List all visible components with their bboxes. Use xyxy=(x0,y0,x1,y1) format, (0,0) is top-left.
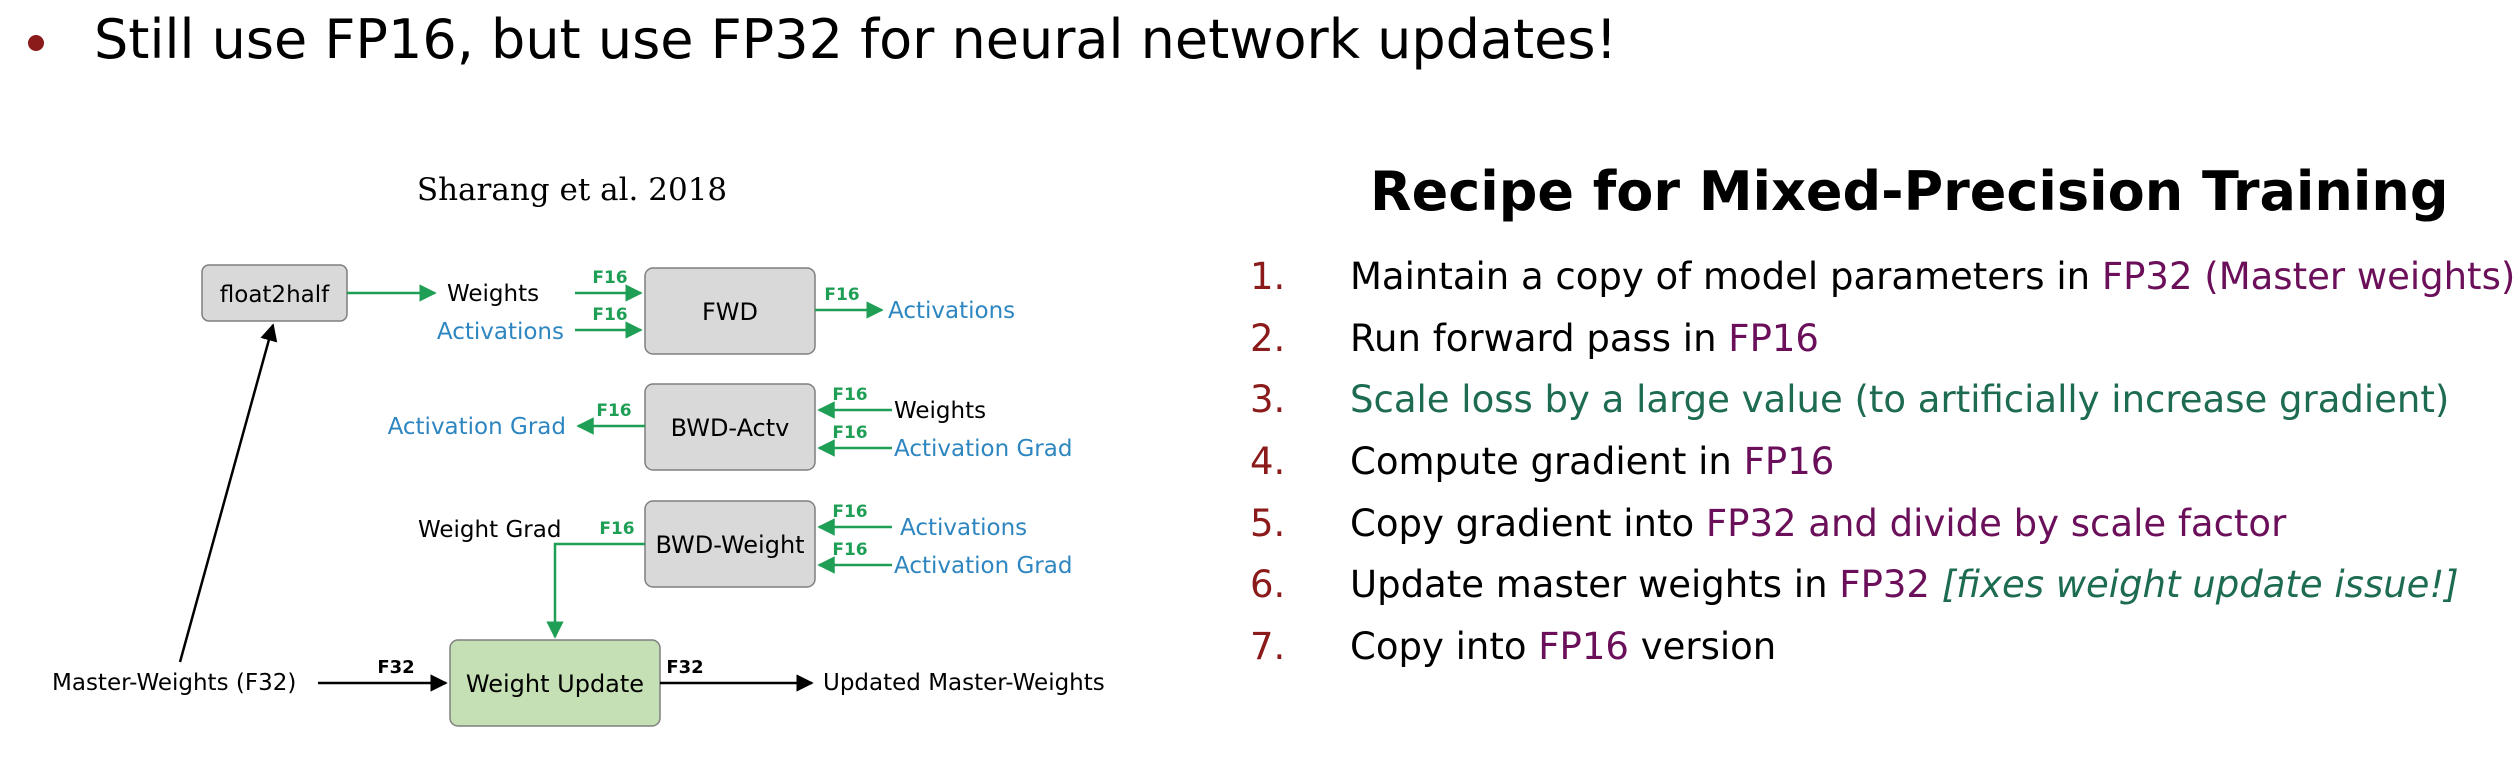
fwd-label: FWD xyxy=(702,298,758,326)
recipe-item-text: Update master weights in FP32 [fixes wei… xyxy=(1350,556,2459,614)
recipe-item-text-part: Scale loss by a large value (to artifici… xyxy=(1350,378,2450,422)
recipe-item-text-part: FP32 and divide by scale factor xyxy=(1705,501,2287,545)
recipe-item-number: 1. xyxy=(1250,255,1286,298)
recipe-item-text-part: Maintain a copy of model parameters in xyxy=(1350,255,2102,298)
bwd-weight-to-weight-update-arrow xyxy=(546,542,645,639)
activation-grad-in-label: Activation Grad xyxy=(894,436,1072,462)
f16-label: F16 xyxy=(599,519,634,539)
recipe-title: Recipe for Mixed-Precision Training xyxy=(1370,160,2449,223)
activation-grad-out-label: Activation Grad xyxy=(388,414,566,440)
bwd-actv-label: BWD-Actv xyxy=(671,414,790,442)
fwd-box: FWD xyxy=(644,267,816,355)
bwd-weight-box: BWD-Weight xyxy=(644,500,816,588)
recipe-item-text: Copy into FP16 version xyxy=(1350,618,1776,676)
recipe-item-number: 5. xyxy=(1250,501,1286,545)
recipe-item-text-part: FP16 xyxy=(1538,625,1629,669)
citation: Sharang et al. 2018 xyxy=(417,172,727,208)
f16-label: F16 xyxy=(832,423,867,443)
weight-grad-label: Weight Grad xyxy=(418,517,561,543)
f16-label: F16 xyxy=(596,401,631,421)
master-weights-label: Master-Weights (F32) xyxy=(52,670,296,696)
float2half-label: float2half xyxy=(220,282,330,308)
bullet-dot xyxy=(28,35,44,51)
recipe-item-text: Compute gradient in FP16 xyxy=(1350,433,1834,491)
recipe-item-text-part: Update master weights in xyxy=(1350,563,1840,607)
f16-label: F16 xyxy=(832,385,867,405)
activations-bwdw-label: Activations xyxy=(900,515,1027,541)
activations-fwd-in-label: Activations xyxy=(437,319,564,345)
updated-master-label: Updated Master-Weights xyxy=(823,670,1105,696)
bwd-actv-box: BWD-Actv xyxy=(644,383,816,471)
recipe-item-number: 7. xyxy=(1250,625,1286,669)
recipe-item-text-part: Run forward pass in xyxy=(1350,316,1729,360)
weights-fwd-label: Weights xyxy=(447,281,539,307)
activations-fwd-out-label: Activations xyxy=(888,298,1015,324)
f16-label: F16 xyxy=(824,285,859,305)
recipe-item-text-part: version xyxy=(1628,625,1777,669)
recipe-item-text-part: FP32 xyxy=(1839,563,1942,607)
recipe-item-number: 4. xyxy=(1250,440,1286,484)
activation-grad-bwdw-label: Activation Grad xyxy=(894,553,1072,579)
recipe-item-text: Scale loss by a large value (to artifici… xyxy=(1350,371,2449,429)
f32-label: F32 xyxy=(666,657,703,678)
weight-update-label: Weight Update xyxy=(466,670,644,698)
headline: Still use FP16, but use FP32 for neural … xyxy=(94,8,1618,71)
bwd-weight-label: BWD-Weight xyxy=(655,531,804,559)
recipe-item-text: Copy gradient into FP32 and divide by sc… xyxy=(1350,495,2286,553)
master-weights-to-float2half-arrow xyxy=(178,323,278,663)
mixed-precision-diagram: Sharang et al. 2018 float2half FWD BWD-A… xyxy=(52,172,1105,727)
weight-update-box: Weight Update xyxy=(449,639,661,727)
recipe-item-text-part: FP16 xyxy=(1743,440,1835,484)
f16-label: F16 xyxy=(832,540,867,560)
recipe-item-text-part: Compute gradient in xyxy=(1350,440,1744,484)
recipe-item-text: Maintain a copy of model parameters in F… xyxy=(1350,248,2515,306)
recipe-item-text: Run forward pass in FP16 xyxy=(1350,310,1819,368)
recipe-item-text-part: FP32 (Master weights) xyxy=(2101,255,2515,298)
recipe-item-number: 3. xyxy=(1250,378,1286,422)
recipe-item-text-part: [fixes weight update issue!] xyxy=(1941,563,2459,607)
f16-label: F16 xyxy=(592,268,627,288)
headline-row: Still use FP16, but use FP32 for neural … xyxy=(28,4,1617,76)
f32-label: F32 xyxy=(377,657,414,678)
f16-label: F16 xyxy=(592,305,627,325)
recipe-item-number: 6. xyxy=(1250,563,1286,607)
recipe-item-number: 2. xyxy=(1250,316,1286,360)
float2half-box: float2half xyxy=(201,264,348,322)
weights-bwd-label: Weights xyxy=(894,398,986,424)
f16-label: F16 xyxy=(832,502,867,522)
recipe-item-text-part: FP16 xyxy=(1728,316,1819,360)
recipe-item-text-part: Copy gradient into xyxy=(1350,501,1706,545)
recipe-item-text-part: Copy into xyxy=(1350,625,1539,669)
